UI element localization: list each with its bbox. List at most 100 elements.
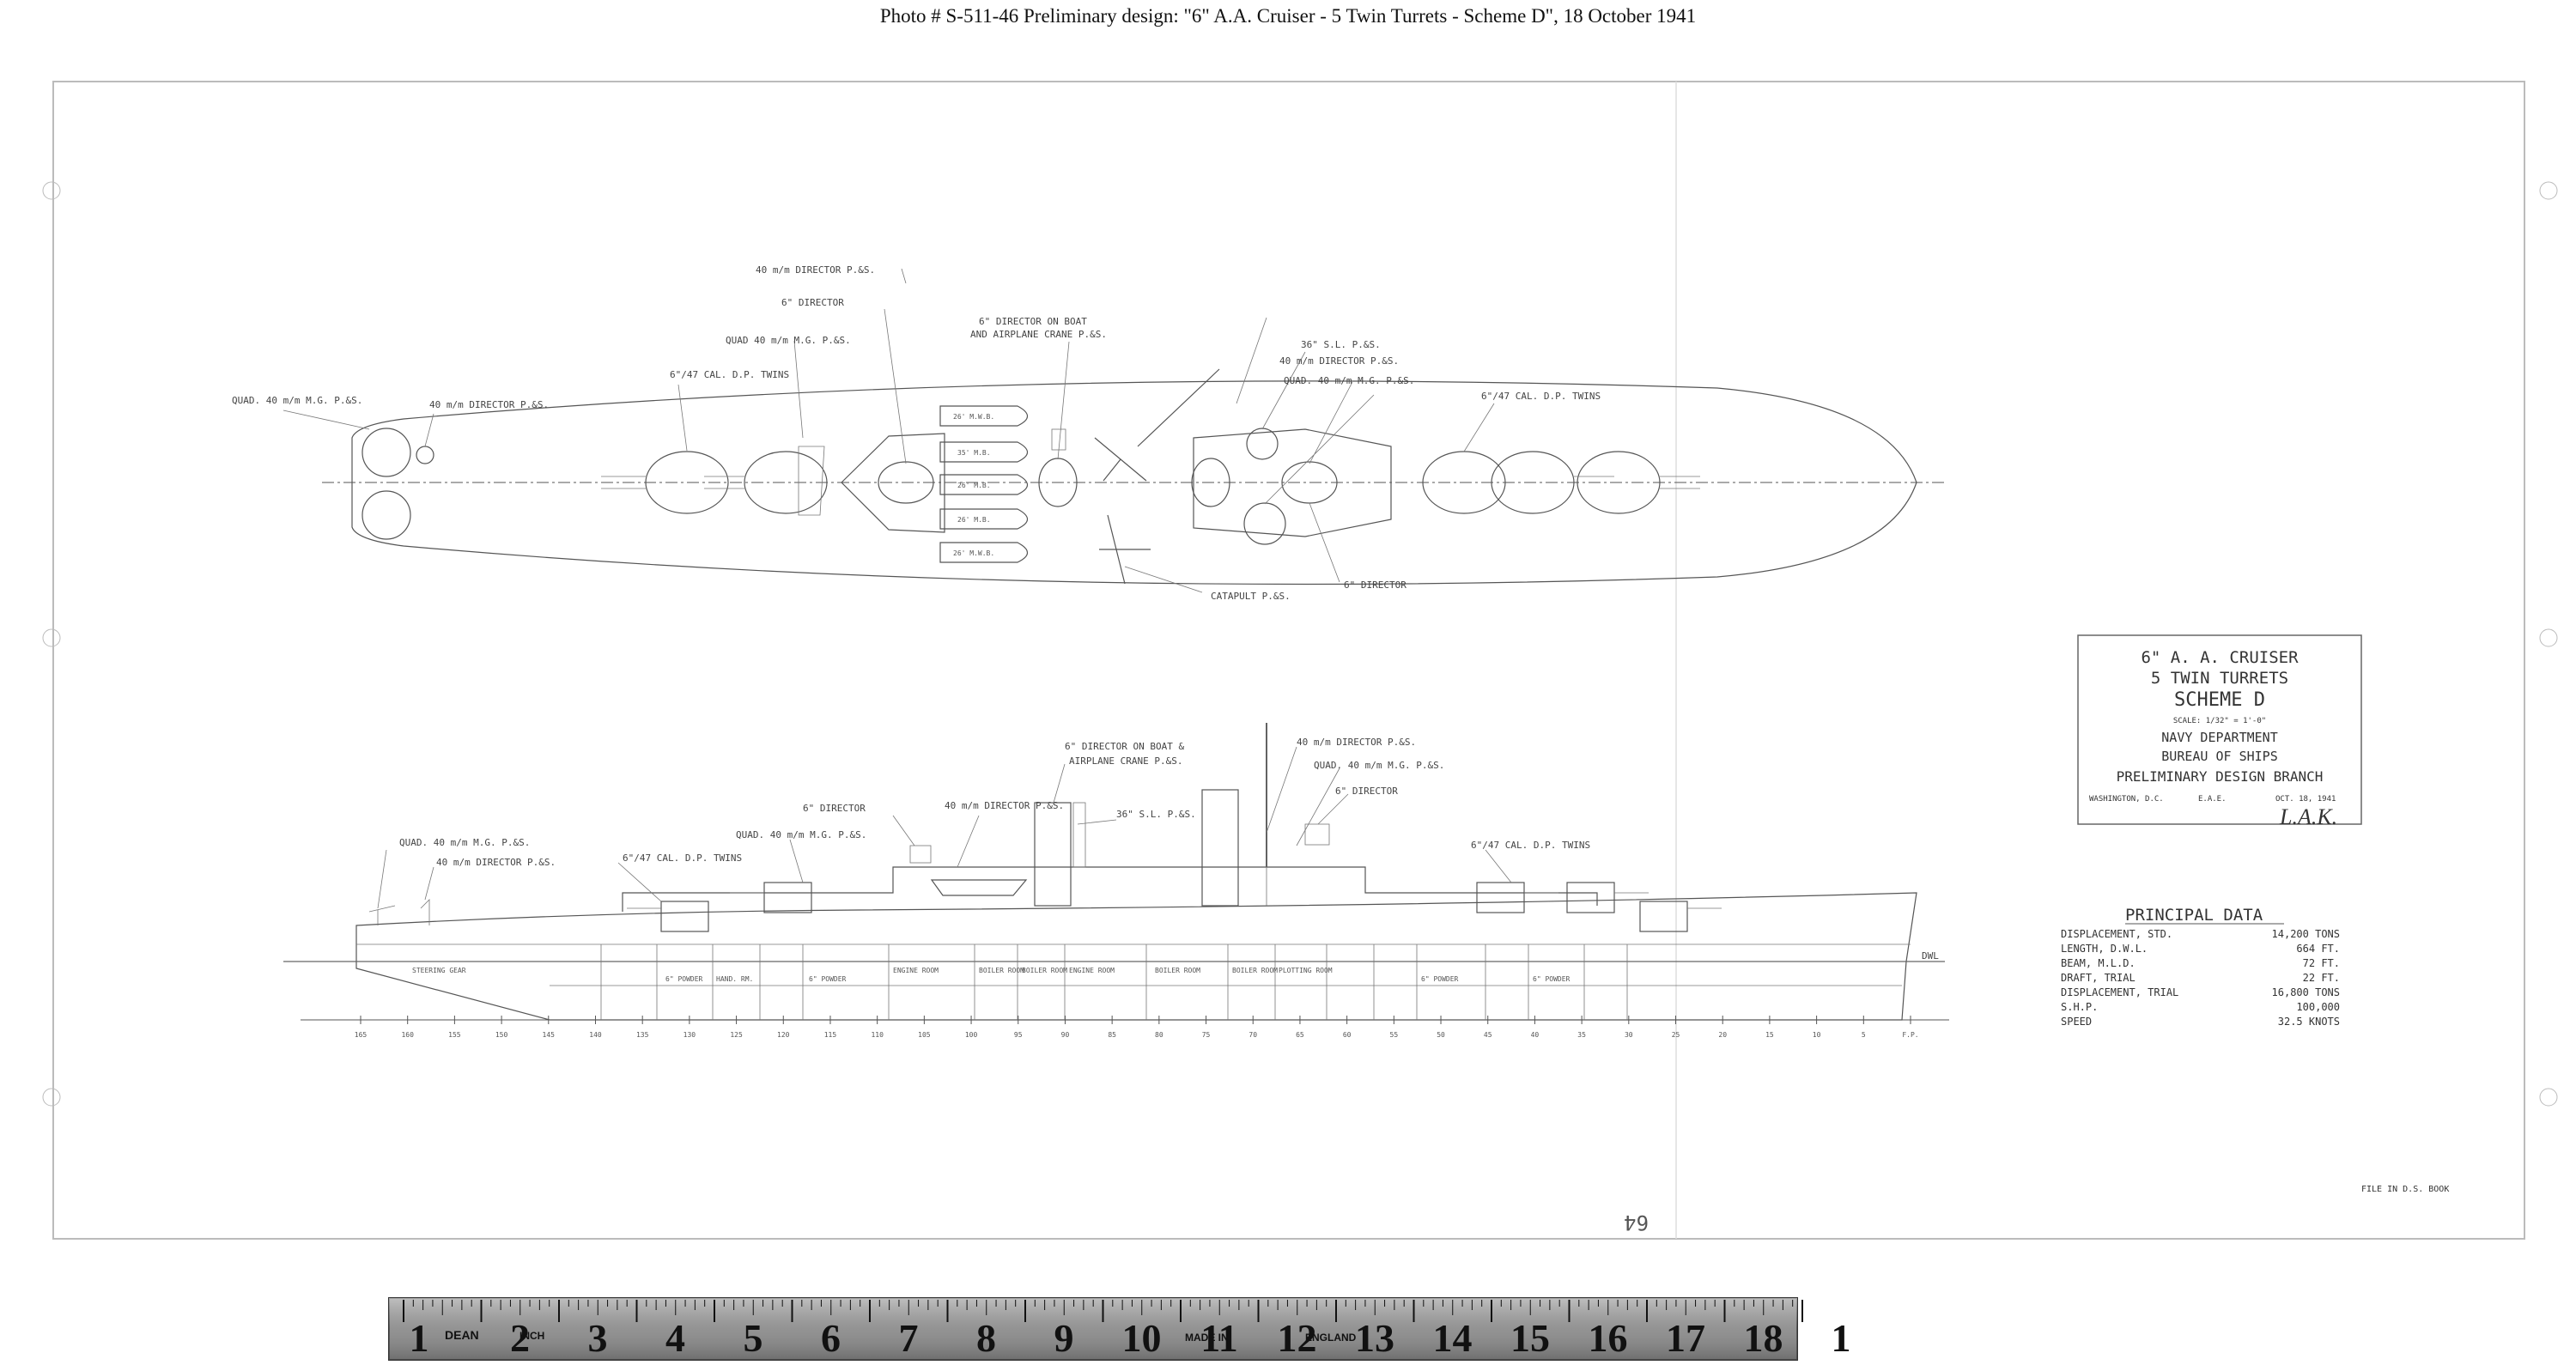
ruler-number: 11 — [1200, 1316, 1237, 1360]
principal-data-value: 72 FT. — [2303, 957, 2340, 969]
plan-label-dir6-boat: 6" DIRECTOR ON BOAT — [979, 316, 1087, 327]
frame-number: 25 — [1672, 1031, 1680, 1039]
boat-label: 26' M.W.B. — [953, 413, 994, 421]
profile-label-twin-aft: 6"/47 CAL. D.P. TWINS — [623, 852, 742, 864]
boat — [939, 542, 1029, 563]
ruler-number: 12 — [1278, 1316, 1317, 1360]
compartment-powder: 6" POWDER — [665, 975, 703, 983]
compartment-powder: 6" POWDER — [1421, 975, 1459, 983]
profile-turret-aft — [660, 901, 709, 932]
profile-leader-lines — [377, 746, 1512, 909]
plan-superstructure-aft — [841, 433, 945, 533]
plan-quad-40-mount — [361, 428, 411, 477]
plan-label-quad-40-aft: QUAD. 40 m/m M.G. P.&S. — [232, 395, 362, 406]
ruler-label-england: ENGLAND — [1305, 1332, 1357, 1344]
profile-label-crane: AIRPLANE CRANE P.&S. — [1069, 755, 1182, 767]
profile-quad-40-aft — [368, 905, 396, 925]
profile-waterline-label: DWL — [1922, 950, 1939, 962]
principal-data-value: 664 FT. — [2296, 943, 2340, 955]
frame-number: 20 — [1718, 1031, 1727, 1039]
profile-label-twin-fwd: 6"/47 CAL. D.P. TWINS — [1471, 840, 1590, 851]
principal-data-label: DISPLACEMENT, TRIAL — [2061, 986, 2178, 998]
compartment-boiler: BOILER ROOM — [1232, 967, 1278, 974]
title-block: 6" A. A. CRUISER 5 TWIN TURRETS SCHEME D… — [2077, 634, 2362, 829]
profile-view: DWL — [283, 723, 1949, 1039]
profile-label-sl36: 36" S.L. P.&S. — [1116, 809, 1196, 820]
ruler-number: 7 — [899, 1316, 919, 1360]
profile-director-40-aft — [420, 899, 430, 925]
boat — [939, 508, 1029, 530]
plan-label-sl36: 36" S.L. P.&S. — [1301, 339, 1381, 350]
ruler-face — [389, 1298, 1797, 1360]
profile-hull — [355, 892, 1917, 1021]
plan-boats: 26' M.W.B. 35' M.B. 26' M.B. 26' M.B. 26… — [939, 405, 1029, 563]
compartment-boiler: BOILER ROOM — [979, 967, 1024, 974]
title-date: OCT. 18, 1941 — [2275, 795, 2336, 804]
binder-hole — [42, 1088, 61, 1107]
title-line-1: 6" A. A. CRUISER — [2141, 648, 2299, 667]
plan-label-crane: AND AIRPLANE CRANE P.&S. — [970, 329, 1107, 340]
frame-number: 140 — [589, 1031, 602, 1039]
frame-number: 15 — [1765, 1031, 1774, 1039]
boat-label: 35' M.B. — [957, 449, 991, 457]
profile-bulkheads — [600, 944, 1628, 1020]
plan-searchlight — [1246, 428, 1279, 460]
plan-turret — [744, 451, 828, 514]
frame-number: 55 — [1390, 1031, 1399, 1039]
ruler-number: 13 — [1355, 1316, 1394, 1360]
profile-label-quad-40-mid: QUAD. 40 m/m M.G. P.&S. — [736, 829, 866, 840]
plan-label-dir-40-fwd: 40 m/m DIRECTOR P.&S. — [1279, 355, 1399, 367]
plan-label-catapult: CATAPULT P.&S. — [1211, 591, 1291, 602]
frame-number: 35 — [1577, 1031, 1586, 1039]
boat — [939, 441, 1029, 463]
principal-data-label: S.H.P. — [2061, 1001, 2098, 1013]
compartment-hand-room: HAND. RM. — [716, 975, 753, 983]
frame-number: 90 — [1061, 1031, 1070, 1039]
principal-data-label: SPEED — [2061, 1016, 2092, 1028]
principal-data-label: DISPLACEMENT, STD. — [2061, 928, 2172, 940]
frame-number: 105 — [918, 1031, 931, 1039]
principal-data-value: 22 FT. — [2303, 972, 2340, 984]
title-line-3: SCHEME D — [2174, 689, 2265, 711]
plan-label-dir6-fwd: 6" DIRECTOR — [1344, 579, 1406, 591]
plan-label-quad-40-fwd: QUAD. 40 m/m M.G. P.&S. — [1284, 375, 1414, 386]
plan-turret — [1491, 451, 1575, 514]
principal-data: PRINCIPAL DATA DISPLACEMENT, STD.14,200 … — [2061, 906, 2340, 1028]
principal-data-value: 32.5 KNOTS — [2278, 1016, 2340, 1028]
profile-label-quad-40-fwd: QUAD. 40 m/m M.G. P.&S. — [1314, 760, 1444, 771]
boat-label: 26' M.B. — [957, 516, 991, 524]
frame-number: 10 — [1813, 1031, 1821, 1039]
profile-label-dir-40-fwd: 40 m/m DIRECTOR P.&S. — [1297, 737, 1416, 748]
plan-crane — [1094, 368, 1220, 482]
frame-number: 110 — [871, 1031, 884, 1039]
frame-number: 95 — [1014, 1031, 1023, 1039]
frame-number: 80 — [1155, 1031, 1163, 1039]
compartment-boiler: BOILER ROOM — [1155, 967, 1200, 974]
boat — [939, 405, 1029, 427]
ruler-number: 10 — [1122, 1316, 1162, 1360]
boat — [939, 474, 1029, 495]
compartment-powder: 6" POWDER — [1533, 975, 1571, 983]
plan-side-mount — [798, 446, 825, 516]
plan-label-twin-fwd: 6"/47 CAL. D.P. TWINS — [1481, 391, 1601, 402]
binder-hole — [2539, 181, 2558, 200]
binder-hole — [2539, 1088, 2558, 1107]
frame-number: 50 — [1437, 1031, 1445, 1039]
frame-number: 120 — [777, 1031, 790, 1039]
ruler-number: 17 — [1666, 1316, 1705, 1360]
plan-label-twin-aft: 6"/47 CAL. D.P. TWINS — [670, 369, 789, 380]
plan-turret — [1577, 451, 1661, 514]
compartment-engine: ENGINE ROOM — [1069, 967, 1115, 974]
sheet-number: 64 — [1624, 1210, 1649, 1235]
frame-number: 100 — [965, 1031, 978, 1039]
profile-turret-fwd — [1639, 901, 1688, 932]
frame-number: 85 — [1108, 1031, 1116, 1039]
frame-number: 45 — [1484, 1031, 1492, 1039]
profile-turret-fwd — [1476, 882, 1525, 913]
title-dept: NAVY DEPARTMENT — [2161, 730, 2277, 745]
plan-label-dir6-aft: 6" DIRECTOR — [781, 297, 844, 308]
sheet-border — [52, 81, 2525, 1240]
binder-hole — [2539, 628, 2558, 647]
